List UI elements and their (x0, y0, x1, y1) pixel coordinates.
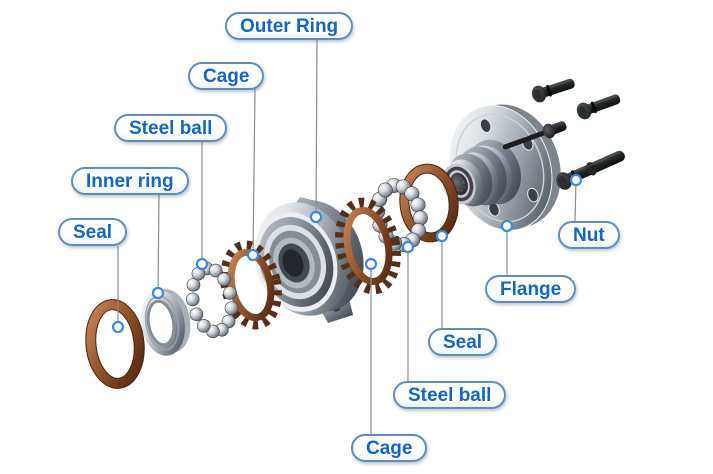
wheel-stud-1 (531, 78, 575, 103)
seal-left-part (85, 299, 145, 389)
inner-ring-part (141, 289, 191, 356)
label-seal-right: Seal (428, 328, 498, 356)
connector-dots (111, 173, 583, 334)
wheel-stud-4 (556, 150, 625, 190)
connector-dot-nut (569, 173, 583, 187)
connector-dot-flange (500, 219, 514, 233)
label-steel-ball-top: Steel ball (114, 114, 228, 142)
connector-dot-seal-right (435, 229, 449, 243)
connector-line-nut (574, 179, 577, 222)
label-nut: Nut (558, 221, 620, 249)
connector-line-outer-ring (315, 38, 318, 218)
wheel-stud-2 (576, 94, 621, 120)
label-cage-top: Cage (188, 62, 265, 90)
label-inner-ring: Inner ring (71, 167, 189, 195)
outer-ring-part (254, 197, 364, 323)
label-outer-ring: Outer Ring (225, 12, 354, 40)
connector-dot-cage-bottom (364, 257, 378, 271)
connector-dot-cage-top (246, 248, 260, 262)
label-cage-bottom: Cage (351, 434, 428, 462)
connector-lines (117, 38, 577, 434)
connector-line-inner-ring (157, 193, 160, 294)
connector-dot-steel-ball-bottom (401, 240, 415, 254)
label-steel-ball-bottom: Steel ball (393, 381, 507, 409)
connector-dot-inner-ring (151, 286, 165, 300)
connector-dot-outer-ring (309, 210, 323, 224)
connector-dot-seal-left (111, 320, 125, 334)
cage-right-part (335, 197, 401, 295)
seal-right-part (399, 163, 459, 243)
connector-line-cage-top (252, 88, 256, 256)
label-seal-left: Seal (58, 218, 128, 246)
connector-dot-steel-ball-top (195, 257, 209, 271)
wheel-stud-3 (502, 121, 567, 150)
label-flange: Flange (485, 275, 577, 303)
